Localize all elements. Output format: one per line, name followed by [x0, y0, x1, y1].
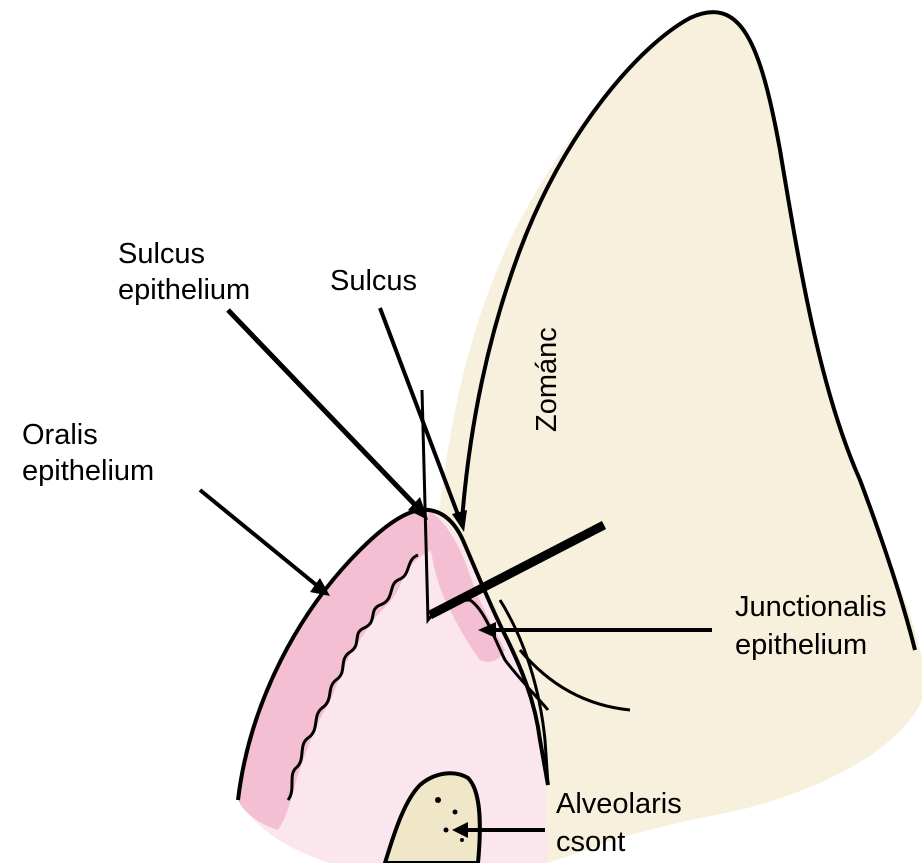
sulcus-epithelium-label-line2: epithelium [118, 274, 250, 306]
sulcus-epithelium-label: Sulcus epithelium [118, 238, 250, 306]
oralis-epithelium-label: Oralis epithelium [22, 419, 154, 487]
zomanc-label: Zománc [531, 327, 563, 432]
junctionalis-epithelium-label-line1: Junctionalis [735, 591, 887, 623]
alveolaris-csont-label-line2: csont [556, 826, 625, 858]
sulcus-label: Sulcus [330, 265, 417, 297]
oralis-epithelium-label-line2: epithelium [22, 455, 154, 487]
sulcus-pointer [380, 308, 460, 520]
oralis-epithelium-pointer [200, 490, 320, 588]
sulcus-epithelium-label-line1: Sulcus [118, 238, 205, 270]
oralis-epithelium-label-line1: Oralis [22, 419, 98, 451]
alveolaris-csont-label-line1: Alveolaris [556, 788, 682, 820]
junctionalis-epithelium-label-line2: epithelium [735, 629, 867, 661]
